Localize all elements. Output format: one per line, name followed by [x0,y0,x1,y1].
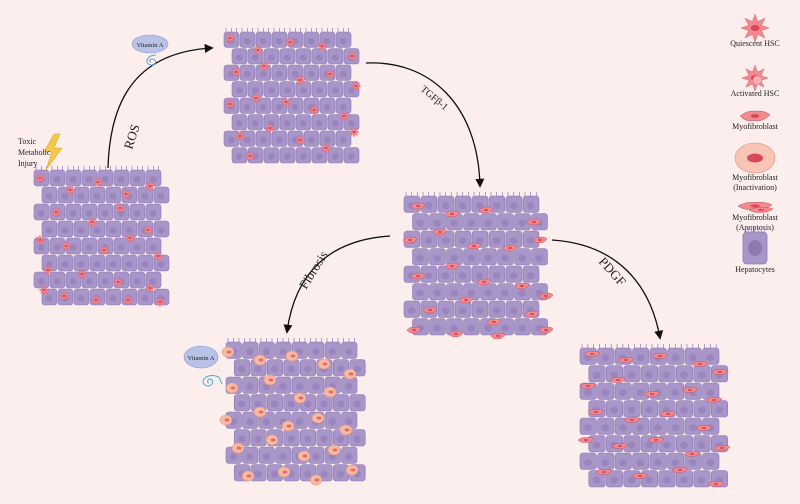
pdgf-label: PDGF [596,254,629,289]
ros-arrow [107,43,214,169]
tissue-myofibroblast [402,192,554,340]
apoptosis-legend-label: Myofibroblast(Apoptosis) [732,213,779,232]
myofibroblast-legend-icon [739,110,771,122]
legend: Quiescent HSC Activated HSC MyofibroblastM… [730,13,780,274]
svg-text:Vitamin A: Vitamin A [188,355,215,362]
tgf-label: TGFβ-1 [418,84,450,113]
ros-label: ROS [121,122,143,151]
fibrosis-label: Fibrosis [296,248,331,291]
hepatocytes-legend-label: Hepatocytes [735,265,775,274]
tissue-activated-hsc [223,28,362,164]
quiescent-legend-icon [740,13,770,43]
svg-text:Vitamin A: Vitamin A [137,42,164,49]
vitamin-a-droplet-top: Vitamin A [131,34,169,66]
activated-legend-label: Activated HSC [731,89,780,98]
activated-legend-icon [741,64,769,92]
inactivation-legend-label: Myofibroblast(Inactivation) [732,173,779,192]
toxic-injury-lightning-icon [43,133,63,171]
quiescent-legend-label: Quiescent HSC [730,39,780,48]
tissue-inactivated-myofibroblast [219,338,366,486]
apoptosis-legend-icon [737,201,774,213]
myofibroblast-legend-label: Myofibroblast [732,122,779,131]
fibrosis-arrow [283,235,391,334]
tgf-arrow [365,62,485,188]
vitamin-a-droplet-bottom: Vitamin A [183,345,223,387]
inactivation-legend-icon [734,142,776,174]
pdgf-arrow [551,239,664,340]
hepatocytes-legend-icon [742,228,768,265]
tissue-healthy-with-quiescent-hsc [33,166,170,308]
toxic-injury-label: Toxic Metabolic Injury [18,137,52,168]
tissue-apoptotic-myofibroblast [577,344,731,488]
